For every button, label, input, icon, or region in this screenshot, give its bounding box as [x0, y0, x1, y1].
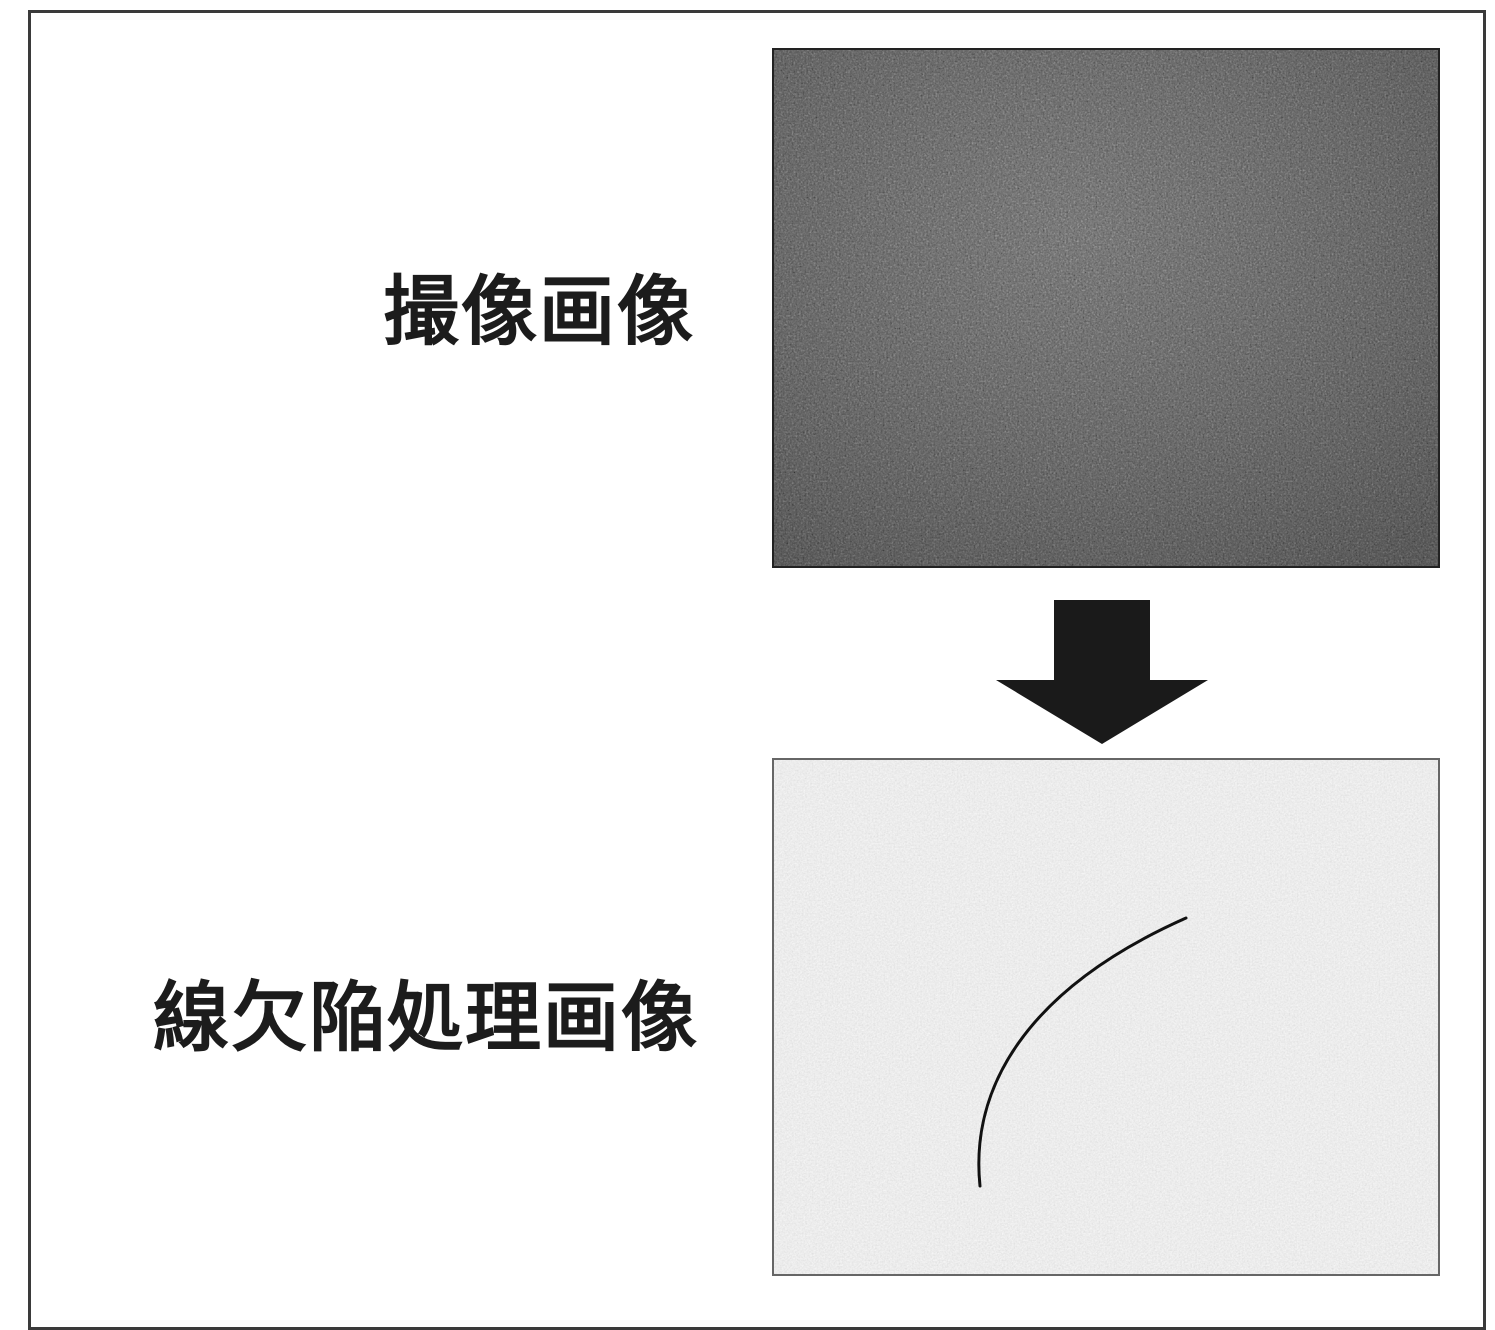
line-defect-processed-image-label: 線欠陥処理画像 [153, 973, 699, 1062]
line-defect-curve [977, 916, 1188, 1188]
captured-image-texture [774, 50, 1438, 566]
down-arrow-icon [996, 600, 1208, 744]
processed-image-panel [772, 758, 1440, 1276]
captured-image-label: 撮像画像 [383, 267, 695, 356]
processed-image-texture [774, 760, 1438, 1274]
captured-image-panel [772, 48, 1440, 568]
